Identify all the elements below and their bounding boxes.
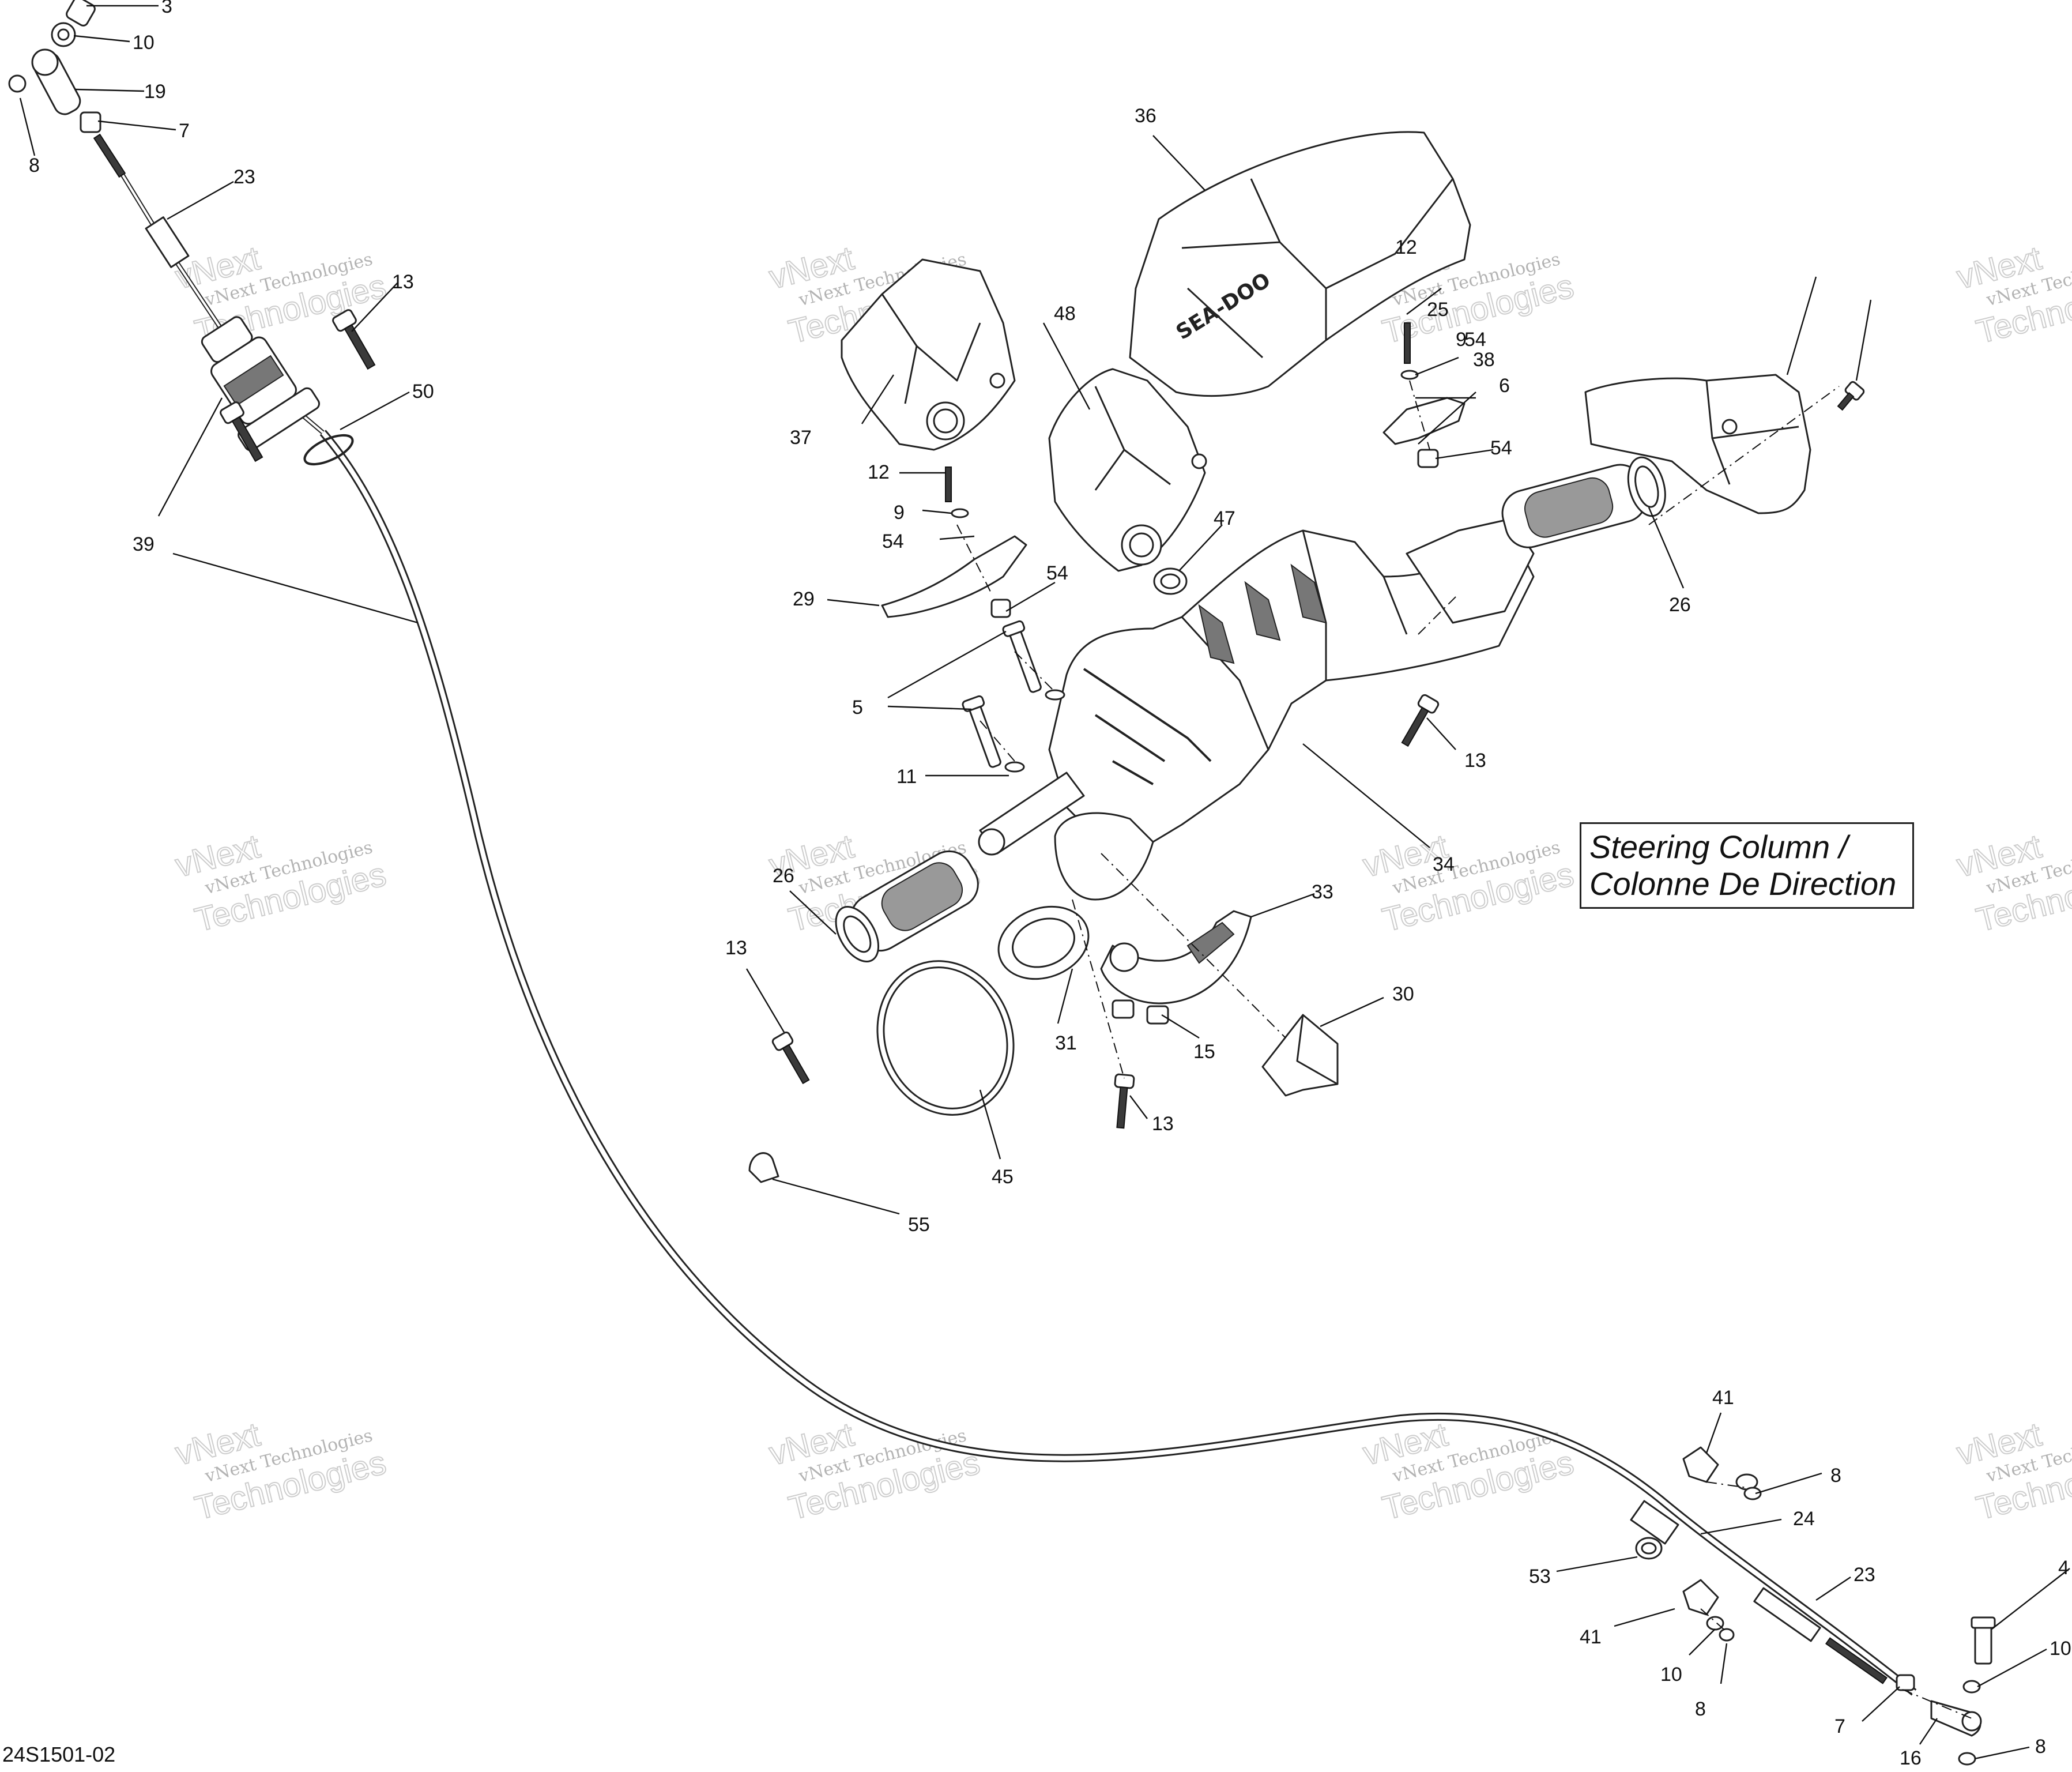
diagram-title-box: Steering Column / Colonne De Direction	[1580, 822, 1914, 909]
switch-housing-37	[841, 258, 1016, 451]
grip-left-26	[835, 850, 979, 962]
switch-housing-48	[1048, 368, 1207, 572]
lower-right-hardware	[1635, 1446, 1996, 1766]
callout-label: 26	[773, 865, 794, 887]
callout-label: 11	[896, 766, 917, 788]
callout-label: 8	[29, 155, 40, 176]
cable-fitting-lower	[1630, 1500, 1888, 1684]
callout-label: 50	[412, 381, 434, 402]
callout-label: 34	[1433, 853, 1455, 875]
right-housing-38	[1584, 374, 1865, 514]
callout-label: 53	[1529, 1566, 1551, 1587]
watermark: vNext vNext Technologies Technologies	[1953, 1415, 2072, 1528]
watermark: vNext vNext Technologies Technologies	[171, 239, 390, 352]
watermark: vNext vNext Technologies Technologies	[171, 1415, 390, 1528]
callout-label: 54	[1046, 562, 1068, 584]
callout-label: 13	[725, 937, 747, 959]
callout-label: 10	[1660, 1664, 1682, 1686]
callout-label: 6	[1499, 375, 1510, 397]
callout-label: 10	[133, 32, 155, 54]
watermark: vNext vNext Technologies Technologies	[1359, 1415, 1578, 1528]
ring-45	[876, 960, 1015, 1116]
callout-label: 38	[1473, 349, 1495, 371]
callout-label: 7	[179, 120, 190, 142]
callout-labels: 3 10 19 7 8 23 13 50 39 36 37 48 12 9 54…	[29, 0, 2071, 1769]
leader-lines	[19, 5, 2070, 1760]
callout-label: 12	[1395, 236, 1417, 258]
fasteners-middle	[748, 567, 1440, 1183]
callout-label: 55	[908, 1214, 930, 1236]
callout-label: 30	[1392, 983, 1414, 1005]
callout-label: 37	[790, 427, 812, 449]
callout-label: 54	[1464, 329, 1486, 351]
callout-label: 45	[992, 1166, 1014, 1188]
watermark: vNext vNext Technologies Technologies	[171, 827, 390, 940]
steering-column-body	[978, 518, 1535, 901]
watermark: vNext vNext Technologies Technologies	[1359, 827, 1578, 940]
callout-label: 10	[2050, 1638, 2071, 1660]
watermark: vNext vNext Technologies Technologies	[1953, 827, 2072, 940]
callout-label: 33	[1312, 881, 1333, 903]
callout-label: 12	[868, 461, 890, 483]
callout-label: 13	[392, 271, 414, 293]
callout-label: 8	[1830, 1465, 1841, 1487]
clips-15	[1112, 999, 1169, 1025]
callout-label: 9	[1456, 329, 1467, 351]
cable-fitting-upper	[201, 316, 321, 452]
ring-31	[997, 905, 1090, 980]
callout-label: 3	[161, 0, 172, 17]
callout-label: 9	[894, 502, 905, 524]
alignment-lines	[956, 380, 1972, 1719]
bracket-30	[1261, 1014, 1339, 1097]
callout-label: 4	[2058, 1557, 2069, 1579]
callout-label: 36	[1135, 105, 1156, 127]
watermark: vNext vNext Technologies Technologies	[765, 1415, 984, 1528]
callout-label: 31	[1055, 1032, 1077, 1054]
top-cover-36: SEA-DOO	[1129, 131, 1471, 397]
callout-label: 23	[1854, 1564, 1875, 1586]
callout-label: 24	[1793, 1508, 1815, 1530]
callout-label: 54	[1490, 437, 1512, 459]
callout-label: 16	[1900, 1747, 1922, 1769]
callout-label: 7	[1834, 1715, 1845, 1737]
callout-label: 41	[1712, 1387, 1734, 1409]
callout-label: 25	[1427, 299, 1449, 321]
document-code: 24S1501-02	[2, 1743, 116, 1766]
grip-right-26	[1501, 456, 1666, 548]
callout-label: 19	[144, 81, 166, 103]
callout-label: 48	[1054, 303, 1076, 325]
throttle-lever-25	[1382, 322, 1466, 468]
title-line-1: Steering Column /	[1589, 829, 1848, 865]
callout-label: 15	[1193, 1041, 1215, 1063]
brake-lever-29	[881, 466, 1027, 618]
steering-cable	[93, 133, 1917, 1696]
clamp-33	[1100, 910, 1252, 1004]
callout-label: 23	[233, 166, 255, 188]
watermark: vNext vNext Technologies Technologies	[1953, 239, 2072, 352]
callout-label: 47	[1214, 507, 1235, 529]
callout-label: 13	[1464, 750, 1486, 772]
callout-label: 54	[882, 531, 904, 552]
callout-label: 41	[1580, 1626, 1602, 1648]
callout-label: 39	[133, 533, 155, 555]
callout-label: 13	[1152, 1113, 1174, 1135]
callout-label: 29	[793, 588, 815, 610]
callout-label: 5	[852, 697, 863, 718]
callout-label: 26	[1669, 594, 1691, 616]
upper-left-hardware	[8, 0, 376, 466]
callout-label: 8	[1695, 1698, 1706, 1720]
title-line-2: Colonne De Direction	[1589, 866, 1897, 902]
callout-label: 8	[2035, 1736, 2046, 1758]
